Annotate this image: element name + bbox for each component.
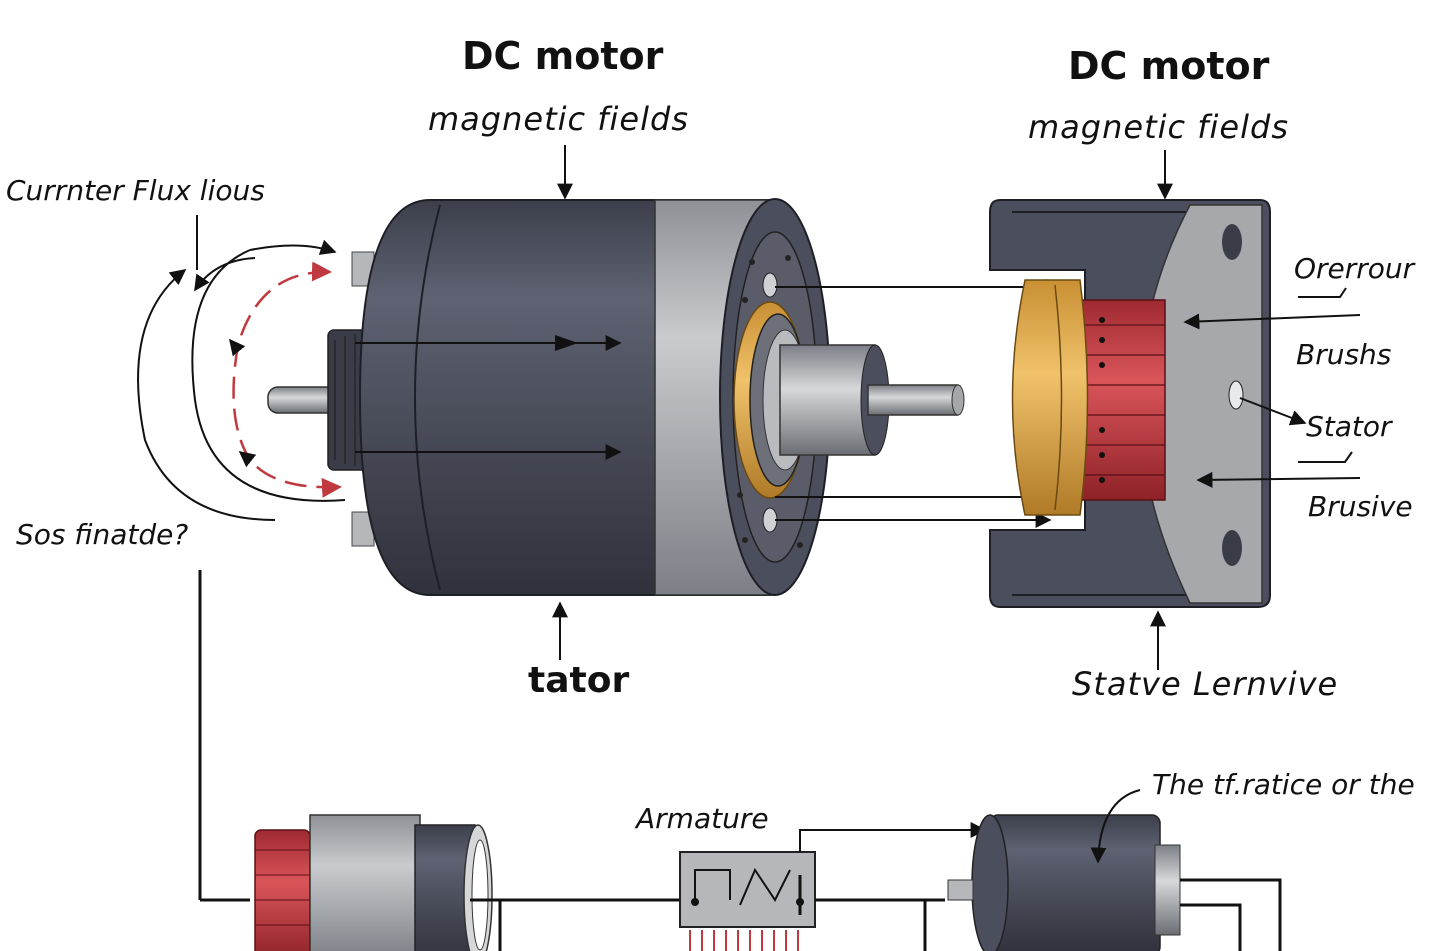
circuit-note-label: The tf.ratice or the [1152, 768, 1415, 801]
stator-label: Stator [1306, 410, 1392, 443]
flux-loops [137, 239, 346, 521]
right-motor-title: DC motor [1068, 44, 1270, 88]
left-motor-top-label: magnetic fields [428, 100, 689, 138]
armature-label: Armature [636, 802, 769, 835]
brushs-label: Brushs [1296, 338, 1392, 371]
right-motor-bottom-label: Statve Lernvive [1072, 665, 1339, 703]
flux-label: Currnter Flux lious [6, 174, 265, 207]
left-motor-bottom-label: tator [528, 660, 630, 701]
bottom-circuit [254, 789, 1282, 951]
brusive-label: Brusive [1308, 490, 1413, 523]
orerrour-label: Orerrour [1294, 252, 1415, 285]
question-label: Sos finatde? [16, 518, 189, 551]
right-motor [989, 150, 1361, 670]
left-motor [267, 198, 965, 596]
left-motor-title: DC motor [462, 34, 664, 78]
right-motor-top-label: magnetic fields [1028, 108, 1289, 146]
